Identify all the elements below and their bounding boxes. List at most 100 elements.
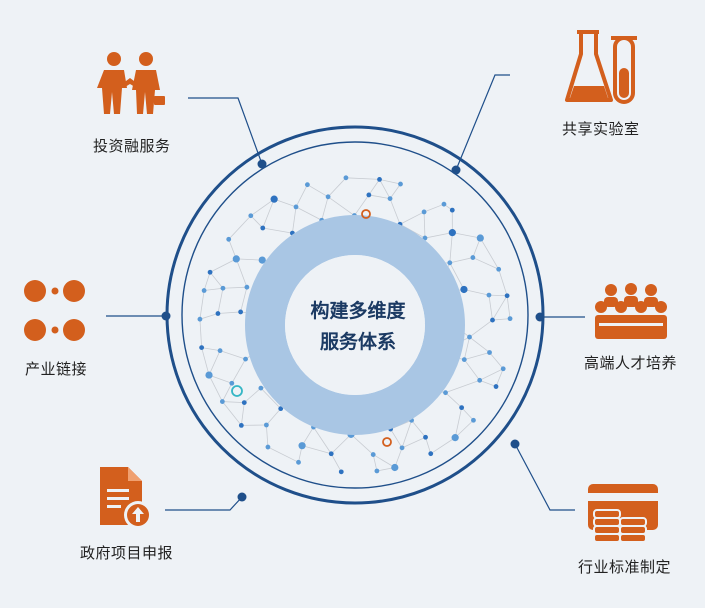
network-edge <box>498 269 508 296</box>
network-edge <box>461 407 474 421</box>
connector-standard <box>514 443 575 511</box>
network-node <box>423 434 428 440</box>
junction-dot <box>161 311 171 321</box>
network-node <box>241 400 247 406</box>
network-edge <box>479 368 504 381</box>
accent-ring-cyan <box>231 385 243 397</box>
network-edge <box>463 359 480 381</box>
network-node <box>304 182 310 188</box>
network-edge <box>208 350 221 376</box>
network-node <box>467 334 472 340</box>
network-edge <box>208 374 223 402</box>
network-node <box>443 390 448 396</box>
junction-dot <box>510 439 520 449</box>
network-node <box>220 285 226 291</box>
network-node <box>447 260 453 266</box>
network-edge <box>368 179 380 196</box>
accent-ring-small <box>361 209 371 219</box>
network-node <box>399 445 405 451</box>
network-edge <box>313 426 332 454</box>
network-node <box>459 405 465 411</box>
network-edge <box>222 286 247 289</box>
donut-center <box>285 255 425 395</box>
label-shared-lab: 共享实验室 <box>562 120 640 138</box>
network-edge <box>345 177 380 180</box>
network-edge <box>430 437 456 455</box>
network-edge <box>445 379 480 394</box>
network-edge <box>209 258 237 273</box>
center-title-line1: 构建多维度 <box>310 300 406 322</box>
network-edge <box>201 347 210 376</box>
network-node <box>366 192 372 198</box>
network-edge <box>389 198 401 225</box>
network-node <box>298 442 306 450</box>
network-node <box>428 451 434 457</box>
network-edge <box>250 198 275 217</box>
network-node <box>493 384 499 389</box>
network-edge <box>479 237 500 270</box>
network-edge <box>219 350 246 360</box>
network-edge <box>452 232 481 239</box>
network-edge <box>217 288 224 314</box>
network-node <box>477 377 483 383</box>
network-edge <box>488 294 508 297</box>
network-node <box>258 256 266 264</box>
network-node <box>293 204 299 210</box>
network-node <box>374 468 380 474</box>
network-node <box>263 422 269 428</box>
network-node <box>500 366 506 372</box>
network-edge <box>454 419 474 438</box>
network-edge <box>295 206 322 221</box>
network-edge <box>250 215 264 229</box>
card-coins-icon <box>588 484 658 543</box>
network-edge <box>265 424 269 448</box>
network-edge <box>295 184 308 208</box>
network-edge <box>244 387 262 403</box>
network-node <box>229 380 235 386</box>
network-edge <box>307 184 329 198</box>
network-node <box>248 213 254 219</box>
network-node <box>490 317 495 323</box>
network-node <box>449 207 455 213</box>
network-edge <box>260 387 282 409</box>
network-node <box>441 201 447 207</box>
network-node <box>207 269 213 275</box>
network-edge <box>449 262 465 290</box>
network-edge <box>423 211 426 239</box>
network-edge <box>401 420 412 448</box>
network-edge <box>464 352 490 360</box>
network-node <box>232 255 240 263</box>
network-node <box>278 406 284 412</box>
network-edge <box>469 319 493 338</box>
network-edge <box>222 401 242 426</box>
network-node <box>504 293 510 299</box>
network-edge <box>330 434 352 455</box>
network-node <box>387 196 393 201</box>
network-node <box>451 434 459 442</box>
network-node <box>338 469 344 475</box>
inner-ring <box>181 141 529 489</box>
network-node <box>217 348 223 354</box>
network-edge <box>222 383 233 402</box>
network-edge <box>479 379 497 387</box>
network-edge <box>379 179 401 185</box>
network-edge <box>463 336 470 360</box>
network-node <box>486 292 492 298</box>
network-edge <box>301 445 332 455</box>
network-node <box>507 316 513 322</box>
network-edge <box>373 454 396 468</box>
network-edge <box>330 453 342 473</box>
label-government-project: 政府项目申报 <box>80 544 174 562</box>
network-edge <box>489 352 504 370</box>
center-title-line2: 服务体系 <box>319 331 396 353</box>
network-edge <box>217 311 241 314</box>
connector-government <box>165 496 243 511</box>
network-node <box>219 399 225 404</box>
network-node <box>496 266 502 272</box>
network-node <box>215 311 221 316</box>
group-people-icon <box>595 283 667 339</box>
network-node <box>328 451 334 457</box>
network-node <box>244 284 250 290</box>
network-edge <box>203 272 211 291</box>
